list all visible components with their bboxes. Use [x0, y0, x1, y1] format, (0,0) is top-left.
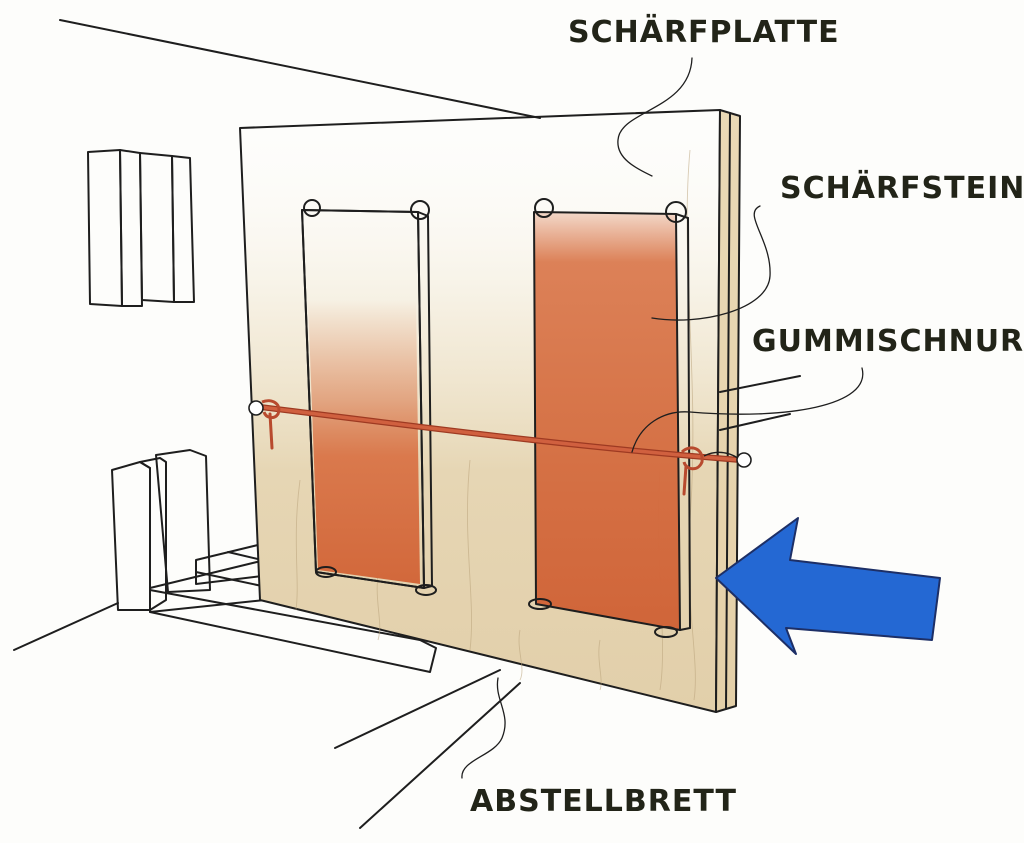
left-stone — [301, 199, 437, 596]
rubber-cord — [248, 399, 752, 496]
storage-board — [111, 449, 437, 673]
wood-grain — [295, 149, 696, 701]
label-storage-board: ABSTELLBRETT — [470, 784, 737, 819]
label-rubber-cord: GUMMISCHNUR — [752, 324, 1024, 359]
window-frames — [87, 149, 195, 307]
label-leaders — [461, 57, 864, 779]
room-background — [13, 19, 541, 829]
label-sharpening-stone: SCHÄRFSTEIN — [780, 171, 1024, 206]
arrow-left-icon — [715, 517, 941, 655]
label-sharpening-plate: SCHÄRFPLATTE — [568, 15, 840, 50]
right-stone — [528, 198, 691, 638]
